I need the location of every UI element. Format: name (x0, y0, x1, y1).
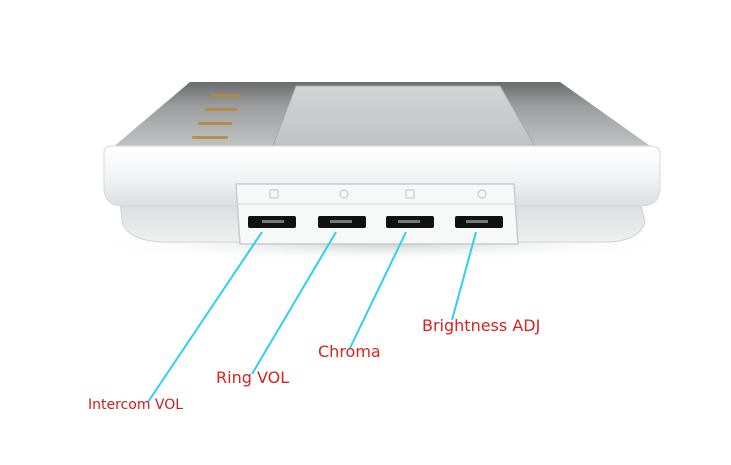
pointer-chroma (349, 231, 407, 349)
control-panel (235, 183, 519, 245)
pointer-ring-vol (251, 231, 337, 375)
pointer-intercom-vol (147, 231, 263, 403)
callout-intercom-vol: Intercom VOL (88, 397, 184, 413)
callout-ring-vol: Ring VOL (216, 368, 290, 387)
pointer-lines (147, 231, 477, 403)
callout-chroma: Chroma (318, 342, 381, 361)
indicator-strip (192, 94, 240, 139)
device-screen (271, 85, 537, 149)
callout-brightness-adj: Brightness ADJ (422, 316, 541, 335)
pointer-brightness-adj (451, 231, 477, 321)
